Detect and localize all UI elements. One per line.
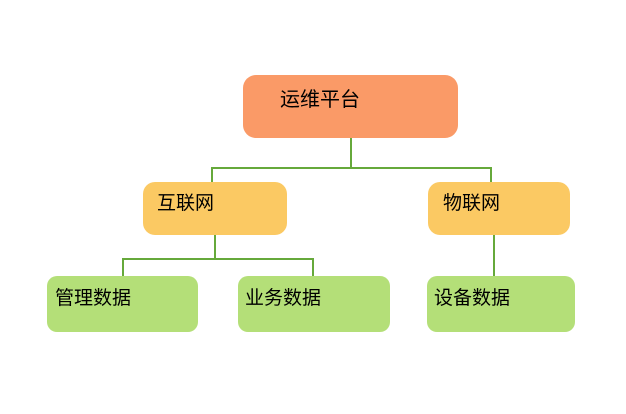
connector-root-trunk	[350, 138, 352, 168]
connector-drop-iot	[490, 167, 492, 182]
node-iot: 物联网	[428, 182, 570, 235]
connector-iot-device	[493, 235, 495, 276]
node-ops-platform: 运维平台	[243, 75, 458, 138]
node-management-data: 管理数据	[47, 276, 198, 332]
node-management-data-label: 管理数据	[55, 288, 132, 309]
node-ops-platform-label: 运维平台	[280, 89, 360, 111]
connector-level2-bus	[211, 167, 492, 169]
connector-drop-management	[122, 258, 124, 276]
connector-level3-bus	[122, 258, 314, 260]
connector-drop-business	[312, 258, 314, 276]
node-iot-label: 物联网	[443, 193, 501, 214]
node-device-data: 设备数据	[427, 276, 575, 332]
node-business-data: 业务数据	[238, 276, 390, 332]
connector-drop-internet	[211, 167, 213, 182]
node-internet: 互联网	[143, 182, 287, 235]
node-business-data-label: 业务数据	[245, 288, 322, 309]
node-internet-label: 互联网	[157, 193, 215, 214]
node-device-data-label: 设备数据	[434, 288, 511, 309]
connector-internet-trunk	[214, 235, 216, 259]
